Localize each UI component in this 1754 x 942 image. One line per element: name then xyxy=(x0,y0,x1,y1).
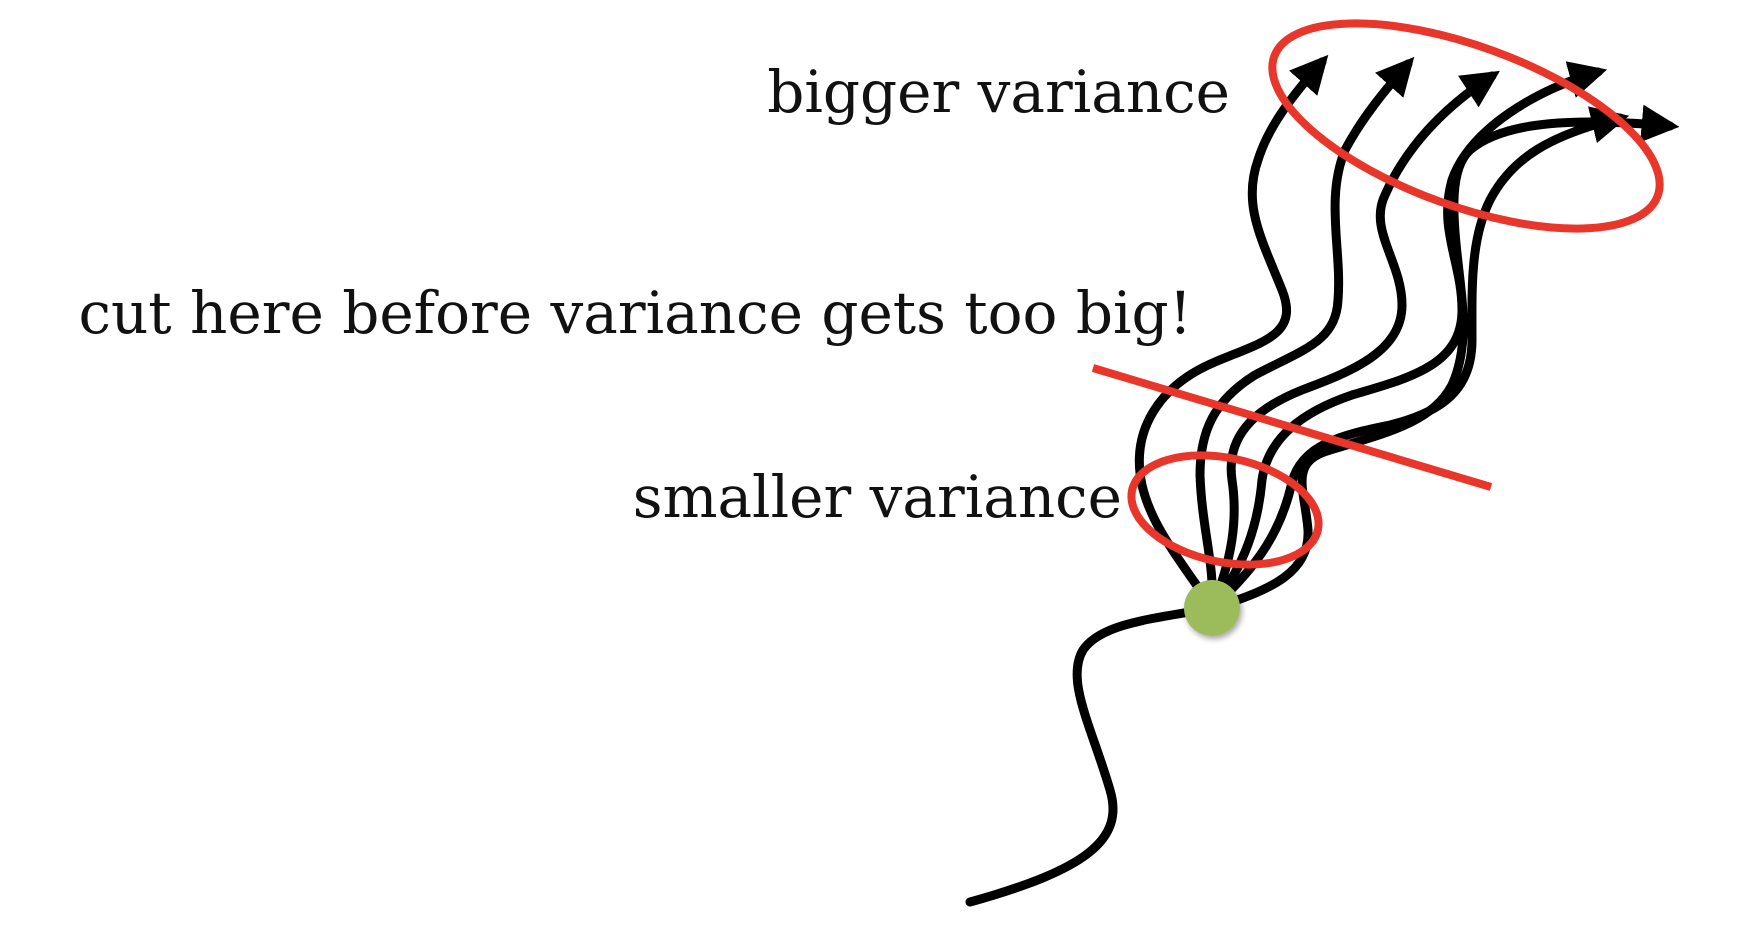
smaller-variance-label: smaller variance xyxy=(633,463,1122,531)
bigger-variance-label: bigger variance xyxy=(767,58,1230,126)
trajectory-branch-1 xyxy=(1134,54,1329,613)
bigger-variance-ellipse xyxy=(1268,19,1664,233)
trajectory-branch-3 xyxy=(1207,70,1500,613)
base-trajectory xyxy=(965,603,1217,907)
trajectory-branch-2 xyxy=(1195,56,1415,613)
trajectory-branch-6 xyxy=(1207,104,1680,613)
start-point xyxy=(1184,580,1240,636)
smaller-variance-ellipse xyxy=(1127,451,1323,569)
cut-line xyxy=(1091,364,1493,491)
trajectory-branch-5 xyxy=(1207,106,1630,613)
cut-here-label: cut here before variance gets too big! xyxy=(78,279,1192,347)
